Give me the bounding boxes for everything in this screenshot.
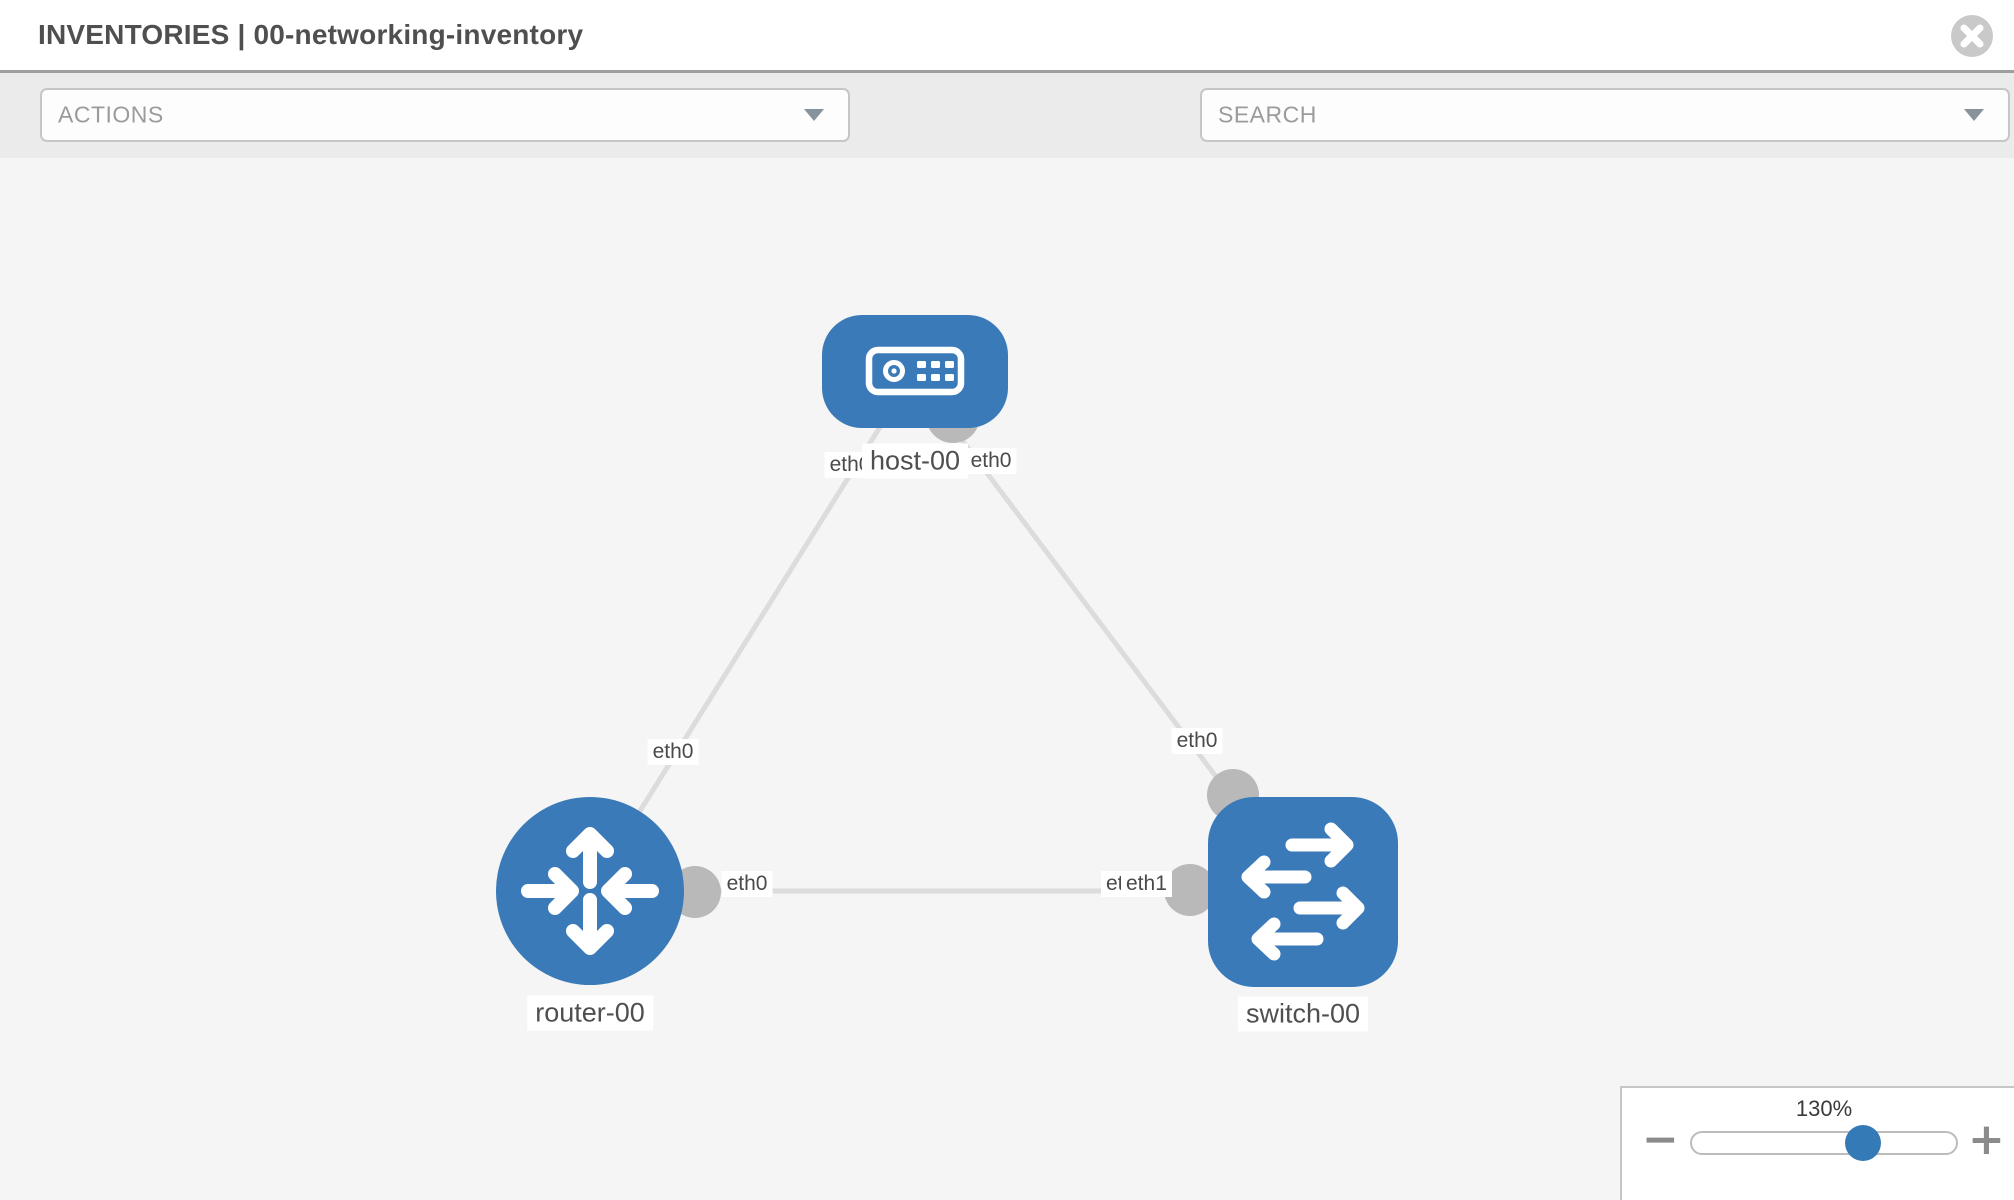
interface-chip: eth0 [1171,728,1223,754]
interface-chip: eth1 [1121,871,1172,897]
close-button[interactable] [1951,15,1993,57]
interface-chip: eth0 [647,739,699,765]
connector-switch-eth1 [1164,864,1216,916]
node-switch[interactable] [1208,797,1398,987]
node-label-host: host-00 [861,443,969,479]
zoom-in-button[interactable]: + [1968,1114,2005,1165]
router-icon [521,827,659,955]
chevron-down-icon [804,109,824,121]
zoom-out-button[interactable]: − [1642,1114,1679,1165]
zoom-slider-knob[interactable] [1845,1125,1881,1161]
search-dropdown-label: SEARCH [1218,101,1317,128]
search-dropdown[interactable]: SEARCH [1200,88,2010,142]
interface-chip: eth0 [721,871,773,897]
node-label-router: router-00 [527,995,653,1031]
zoom-control-panel: 130% − + [1620,1086,2014,1200]
page-title: INVENTORIES | 00-networking-inventory [38,19,584,50]
close-icon [1960,24,1984,48]
actions-dropdown-label: ACTIONS [58,101,164,128]
interface-chip: eth0 [965,448,1017,474]
toolbar: ACTIONS SEARCH [0,73,2014,208]
chevron-down-icon [1964,109,1984,121]
zoom-slider-track[interactable] [1690,1131,1958,1155]
node-label-switch: switch-00 [1237,996,1369,1032]
host-icon [865,346,965,396]
zoom-level-value: 130% [1795,1096,1853,1121]
header-bar: INVENTORIES | 00-networking-inventory [0,0,2014,73]
node-host[interactable] [822,315,1008,428]
actions-dropdown[interactable]: ACTIONS [40,88,850,142]
switch-icon [1241,822,1365,961]
node-router[interactable] [496,797,684,985]
topology-canvas[interactable]: eth0 eth0 eth0 eth0 eth0 eth0 eth1 host-… [0,158,2014,1200]
